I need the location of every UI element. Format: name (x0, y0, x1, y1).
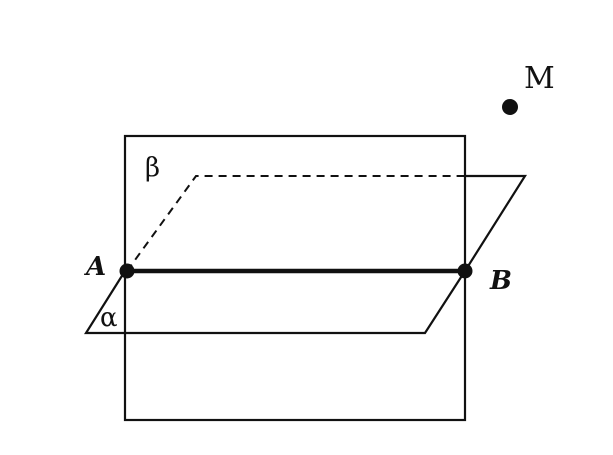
label-plane-beta: β (145, 153, 160, 183)
label-point-b: B (489, 266, 512, 296)
label-point-a: A (83, 252, 106, 282)
plane-beta (123, 134, 467, 422)
point-b (457, 263, 473, 279)
plane-alpha-hidden-edge (126, 175, 465, 272)
label-point-m: M (524, 61, 555, 96)
label-plane-alpha: α (100, 303, 118, 333)
point-a (119, 263, 135, 279)
point-m (502, 99, 518, 115)
plane-alpha-front-edge (84, 270, 466, 335)
plane-alpha-back-edge (464, 174, 527, 272)
